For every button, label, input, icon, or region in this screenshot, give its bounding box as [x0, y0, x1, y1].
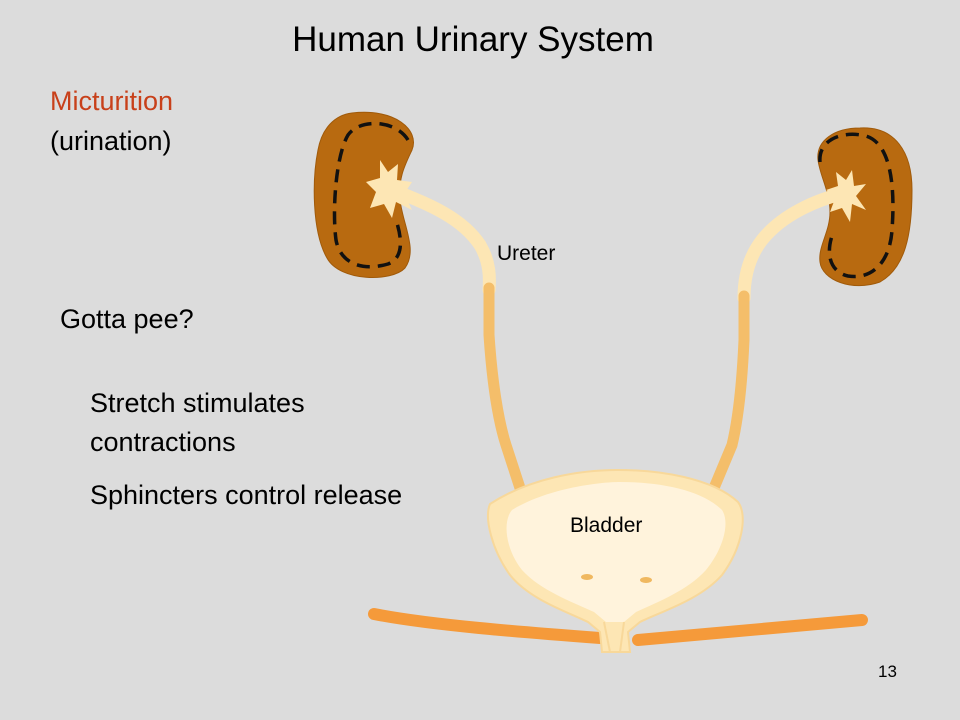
- bladder: [487, 468, 744, 653]
- urethra: [603, 621, 625, 653]
- ureter-label: Ureter: [497, 242, 556, 265]
- sphincter-point: Sphincters control release: [90, 480, 403, 510]
- left-ureter-opening: [581, 574, 593, 580]
- stretch-point: Stretch stimulates contractions: [90, 388, 305, 457]
- left-renal-pelvis: [366, 160, 412, 218]
- left-kidney: [313, 111, 414, 278]
- slide-title: Human Urinary System: [292, 20, 654, 59]
- topic-subheading: (urination): [50, 126, 172, 156]
- left-ureter-lower: [483, 282, 526, 494]
- question-text: Gotta pee?: [60, 304, 194, 334]
- right-ureter-upper: [737, 185, 855, 305]
- left-urethral-muscle: [368, 608, 606, 644]
- topic-heading: Micturition: [50, 86, 174, 116]
- bladder-label: Bladder: [570, 514, 643, 537]
- right-ureter-lower: [708, 290, 750, 494]
- right-kidney: [817, 127, 913, 287]
- left-ureter-upper: [391, 185, 496, 297]
- right-urethral-muscle: [632, 614, 868, 646]
- right-ureter-opening: [640, 577, 652, 583]
- page-number: 13: [878, 662, 897, 681]
